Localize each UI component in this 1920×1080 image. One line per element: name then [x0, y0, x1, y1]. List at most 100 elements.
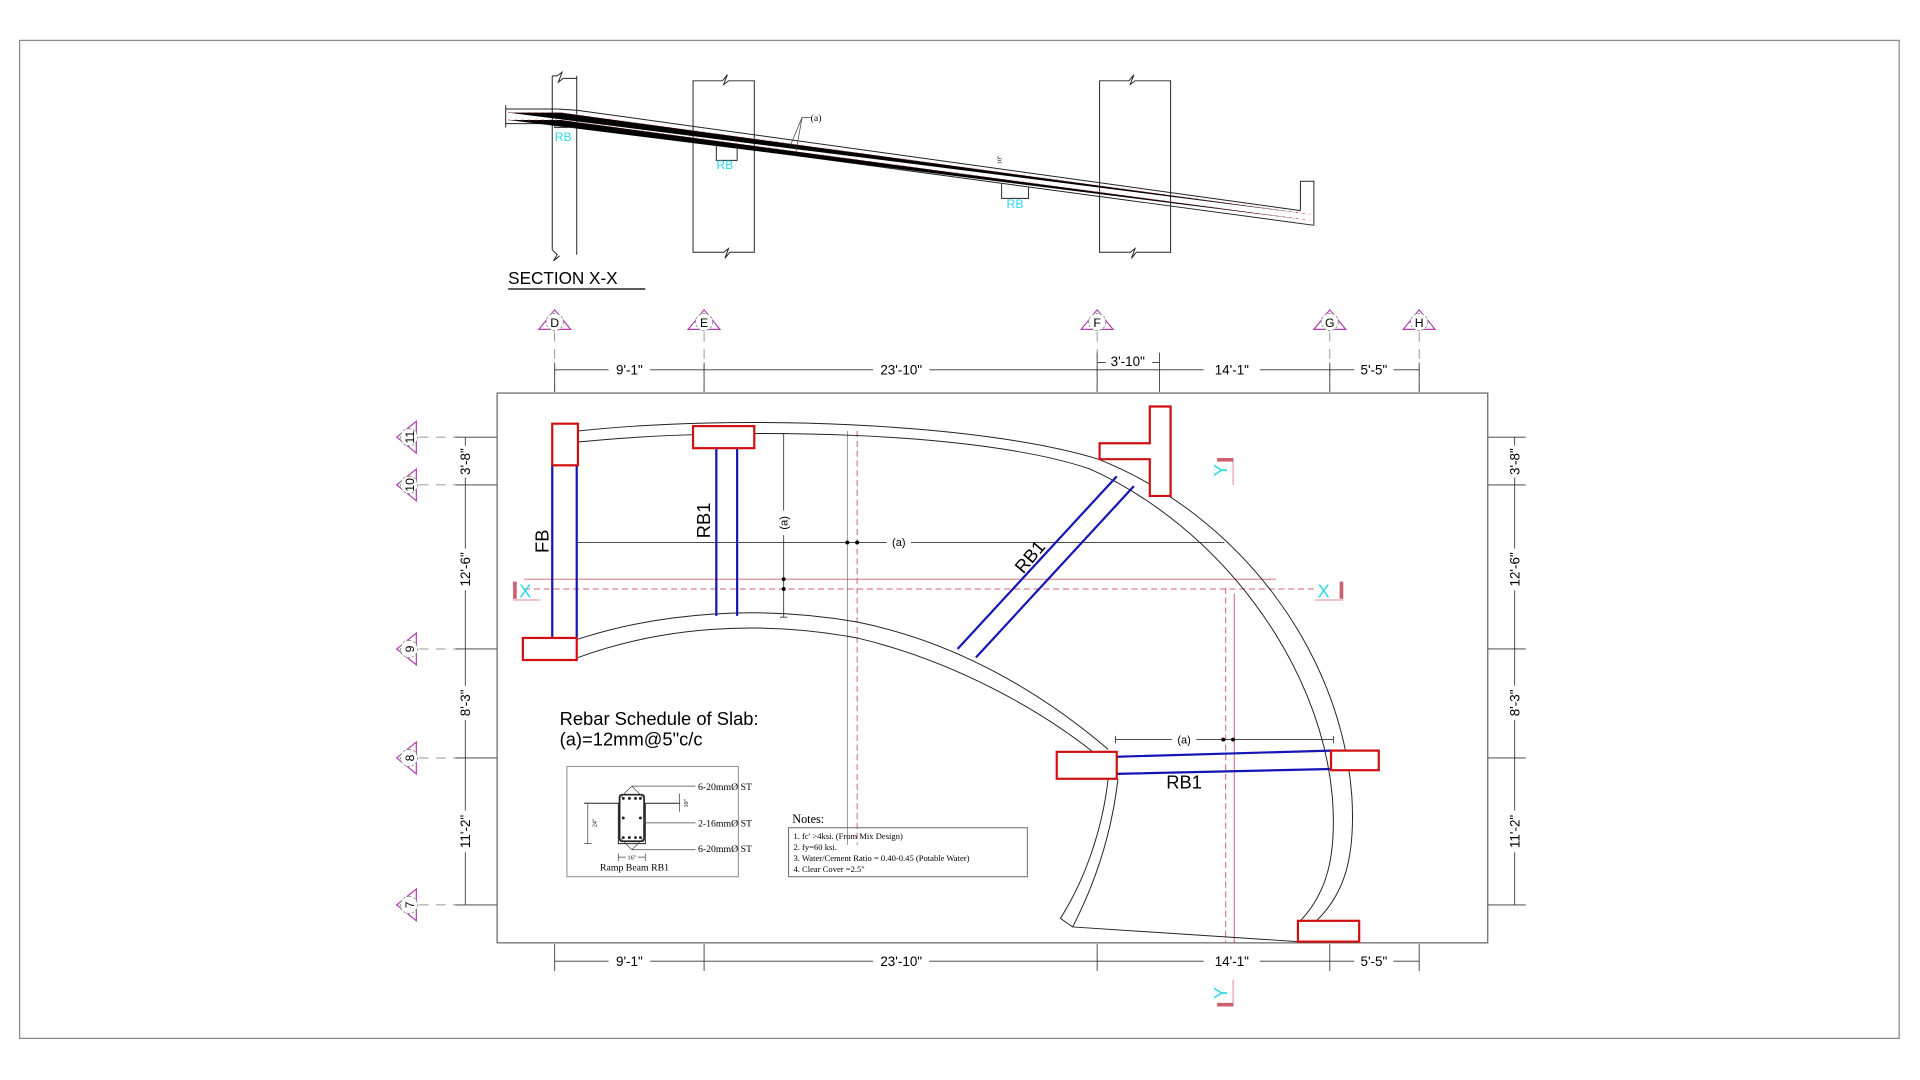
- column: [521, 636, 578, 662]
- column: [1329, 749, 1380, 772]
- svg-text:E: E: [700, 316, 708, 330]
- grid-bubble-f: F: [1079, 308, 1115, 332]
- label-fb: FB: [532, 529, 553, 552]
- slab-thickness: 10": [998, 155, 1004, 164]
- ramp-bottom-edge: [1072, 926, 1298, 943]
- svg-text:7: 7: [403, 901, 417, 908]
- svg-text:H: H: [1415, 316, 1424, 330]
- schedule-title: Rebar Schedule of Slab:: [560, 708, 759, 729]
- rb-drop-1: [554, 123, 575, 128]
- bar-leaders: [620, 785, 696, 851]
- rebar-dots: [621, 796, 642, 840]
- dim-top-g-h: 5'-5": [1360, 363, 1387, 378]
- label-depth: 24": [592, 818, 598, 827]
- top-dimension-line: [554, 352, 1420, 392]
- svg-text:11: 11: [403, 431, 417, 444]
- cut-marker-y-top: Y: [1210, 457, 1234, 485]
- dim-right-8-7: 11'-2": [1508, 815, 1523, 848]
- grid-bubble-10: 10: [395, 467, 418, 503]
- column-grid: D E F G H 9'-1" 23'-10" 3'-10" 14'-1" 5'…: [537, 308, 1437, 972]
- dim-left-8-7: 11'-2": [458, 815, 473, 848]
- beam-rb1-diagonal: [956, 475, 1135, 659]
- label-rb1-horizontal: RB1: [1166, 772, 1202, 793]
- rb-label: RB: [1007, 197, 1024, 211]
- dim-top-e-f: 23'-10": [880, 363, 922, 378]
- beam-rb1-vertical: [715, 448, 739, 616]
- dim-top-f-g: 14'-1": [1215, 363, 1249, 378]
- dim-top-f-offset: 3'-10": [1111, 354, 1145, 369]
- column: [1296, 919, 1361, 943]
- ramp-plan: (a) (a) (a) FB RB1 RB1 RB1 X: [496, 392, 1489, 1007]
- grid-bubble-7: 7: [395, 887, 418, 923]
- svg-text:X: X: [1318, 581, 1330, 602]
- note-item: 1. fc' >4ksi. (From Mix Design): [793, 831, 903, 841]
- svg-text:9: 9: [403, 645, 417, 652]
- note-item: 3. Water/Cement Ratio = 0.40-0.45 (Potab…: [793, 853, 969, 863]
- rebar-label-vertical: (a): [778, 516, 790, 529]
- beam-section-outline: [584, 802, 680, 845]
- notes: Notes: 1. fc' >4ksi. (From Mix Design) 2…: [788, 812, 1028, 878]
- ramp-outer-edge: [577, 422, 1353, 922]
- dimension-dots: [781, 540, 1236, 742]
- grid-bubble-g: G: [1312, 308, 1348, 332]
- svg-text:Y: Y: [1210, 987, 1231, 999]
- rebar-label-horizontal: (a): [892, 537, 905, 549]
- label-rb1-vertical: RB1: [693, 503, 714, 539]
- grid-lines-rows: [418, 436, 461, 906]
- svg-text:10: 10: [403, 478, 417, 492]
- notes-title: Notes:: [792, 812, 824, 826]
- plan-frame: [496, 392, 1489, 944]
- beam-rb1-horizontal: [1116, 749, 1332, 775]
- section-title: SECTION X-X: [508, 268, 618, 288]
- svg-text:X: X: [519, 581, 531, 602]
- wall-d: [551, 70, 578, 262]
- dim-bottom-f-g: 14'-1": [1215, 954, 1249, 969]
- svg-text:G: G: [1325, 316, 1335, 330]
- bottom-dimension-line: [554, 944, 1420, 972]
- dim-right-11-10: 3'-8": [1508, 448, 1523, 475]
- note-item: 4. Clear Cover =2.5": [793, 864, 864, 874]
- ramp-inner-edge: [577, 612, 1109, 750]
- dim-top-d-e: 9'-1": [616, 363, 643, 378]
- cut-marker-y-bottom: Y: [1210, 979, 1234, 1007]
- cut-marker-x-left: X: [513, 581, 540, 602]
- dim-bottom-g-h: 5'-5": [1360, 954, 1387, 969]
- ramp-outer-edge-inner: [577, 433, 1334, 922]
- grid-bubble-h: H: [1401, 308, 1437, 332]
- column-t-shape: [1098, 405, 1172, 498]
- beam-detail-rb1: 6-20mmØ ST 2-16mmØ ST 6-20mmØ ST 24" 10"…: [566, 766, 752, 878]
- wall-f: [1099, 74, 1172, 259]
- svg-text:F: F: [1093, 316, 1100, 330]
- rb-drop-3: [1001, 183, 1030, 199]
- beam-fb: [551, 465, 578, 638]
- right-dimension-line: [1487, 436, 1526, 906]
- rebar-leader: [789, 117, 811, 152]
- label-top-bars: 6-20mmØ ST: [698, 782, 752, 793]
- column: [1055, 750, 1118, 780]
- cut-marker-x-right: X: [1315, 581, 1344, 602]
- svg-text:Y: Y: [1210, 464, 1231, 476]
- svg-text:8: 8: [403, 754, 417, 761]
- grid-bubble-d: D: [537, 308, 572, 332]
- ramp-slab-top: [557, 108, 1301, 212]
- note-item: 2. fy=60 ksi.: [793, 842, 836, 852]
- rb-drop-2: [715, 144, 738, 161]
- svg-text:D: D: [550, 316, 559, 330]
- dim-right-9-8: 8'-3": [1508, 689, 1523, 716]
- dim-left-10-9: 12'-6": [458, 552, 473, 586]
- rebar-label-lower: (a): [1177, 734, 1190, 746]
- grid-bubble-e: E: [686, 308, 722, 332]
- label-bottom-bars: 6-20mmØ ST: [698, 844, 752, 855]
- rebar-leader-label: (a): [811, 113, 822, 124]
- column: [551, 422, 580, 467]
- grid-bubble-8: 8: [395, 740, 418, 776]
- sheet-border: [18, 39, 1900, 1039]
- notes-box: [788, 827, 1028, 878]
- rb-label: RB: [555, 130, 572, 144]
- rebar-schedule: Rebar Schedule of Slab: (a)=12mm@5"c/c: [560, 708, 759, 750]
- dim-left-11-10: 3'-8": [458, 448, 473, 475]
- rebar-top: [508, 112, 1311, 215]
- column: [691, 425, 756, 450]
- schedule-value: (a)=12mm@5"c/c: [560, 729, 703, 750]
